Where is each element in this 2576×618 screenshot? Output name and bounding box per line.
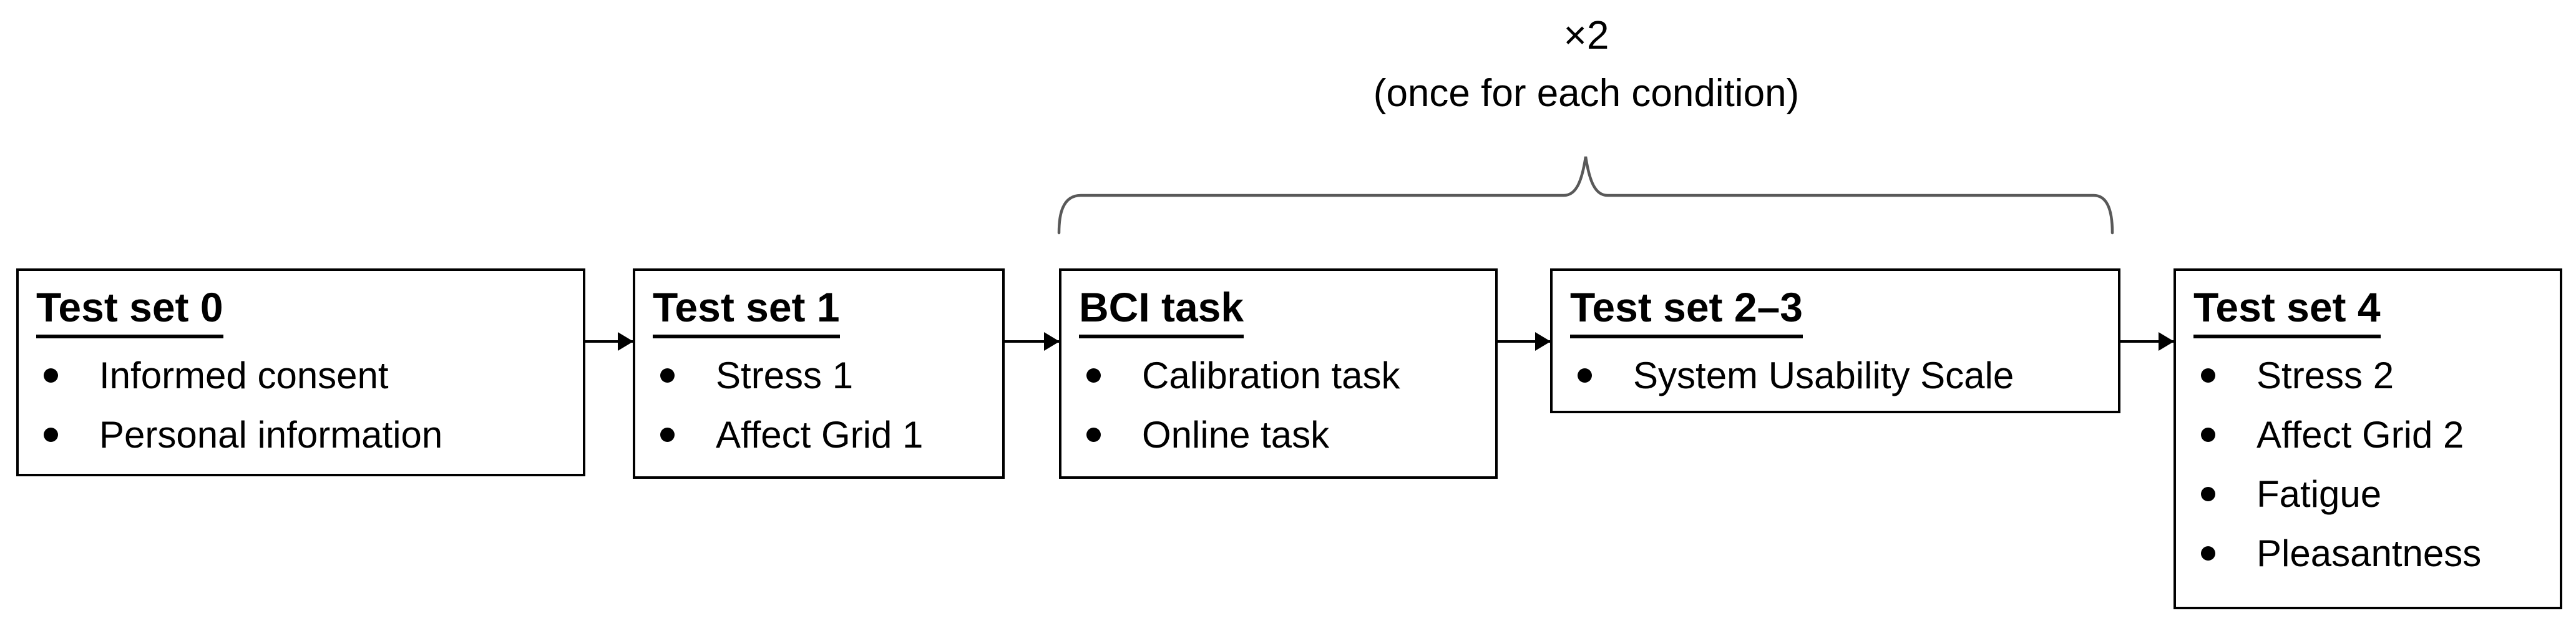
list-item: Fatigue [2193,464,2554,524]
box-item-list: System Usability Scale [1570,346,2112,405]
repeat-note-label: (once for each condition) [1373,72,1800,115]
bullet-icon [2201,487,2215,501]
box-title: Test set 1 [653,281,840,338]
box-item-list: Stress 1 Affect Grid 1 [653,346,996,464]
item-label: System Usability Scale [1633,355,2014,396]
item-label: Fatigue [2256,473,2382,515]
list-item: Personal information [36,405,577,464]
repeat-multiplier-label: ×2 [1563,12,1609,57]
item-label: Affect Grid 2 [2256,414,2464,456]
item-label: Online task [1142,414,1330,456]
item-label: Personal information [99,414,443,456]
box-item-list: Calibration task Online task [1079,346,1489,464]
bullet-icon [2201,546,2215,561]
box-title: Test set 2–3 [1570,281,1803,338]
stage-box-test-set-0: Test set 0 Informed consent Personal inf… [16,268,585,476]
item-label: Stress 2 [2256,355,2394,396]
curly-brace-icon [1057,156,2114,235]
arrowhead-icon [618,332,633,351]
arrowhead-icon [2159,332,2174,351]
bullet-icon [1086,368,1101,383]
arrowhead-icon [1044,332,1060,351]
bullet-icon [660,368,675,383]
bullet-icon [2201,428,2215,442]
bullet-icon [44,368,58,383]
box-item-list: Stress 2 Affect Grid 2 Fatigue Pleasantn… [2193,346,2554,583]
item-label: Calibration task [1142,355,1400,396]
stage-box-test-set-1: Test set 1 Stress 1 Affect Grid 1 [633,268,1005,479]
list-item: Stress 1 [653,346,996,405]
list-item: Online task [1079,405,1489,464]
flow-arrow [1005,332,1060,351]
list-item: Affect Grid 2 [2193,405,2554,464]
item-label: Informed consent [99,355,389,396]
list-item: System Usability Scale [1570,346,2112,405]
item-label: Pleasantness [2256,532,2482,574]
list-item: Pleasantness [2193,524,2554,583]
box-title: Test set 0 [36,281,223,338]
bullet-icon [1086,428,1101,442]
bullet-icon [44,428,58,442]
item-label: Affect Grid 1 [716,414,924,456]
flow-arrow [1498,332,1551,351]
bullet-icon [2201,368,2215,383]
box-item-list: Informed consent Personal information [36,346,577,464]
bullet-icon [660,428,675,442]
list-item: Calibration task [1079,346,1489,405]
flow-arrow [585,332,633,351]
arrowhead-icon [1535,332,1551,351]
stage-box-test-set-4: Test set 4 Stress 2 Affect Grid 2 Fatigu… [2174,268,2562,609]
list-item: Informed consent [36,346,577,405]
flow-arrow [2120,332,2174,351]
box-title: BCI task [1079,281,1244,338]
list-item: Affect Grid 1 [653,405,996,464]
list-item: Stress 2 [2193,346,2554,405]
item-label: Stress 1 [716,355,854,396]
stage-box-bci-task: BCI task Calibration task Online task [1059,268,1498,479]
stage-box-test-set-2-3: Test set 2–3 System Usability Scale [1550,268,2120,413]
box-title: Test set 4 [2193,281,2381,338]
bullet-icon [1578,368,1592,383]
